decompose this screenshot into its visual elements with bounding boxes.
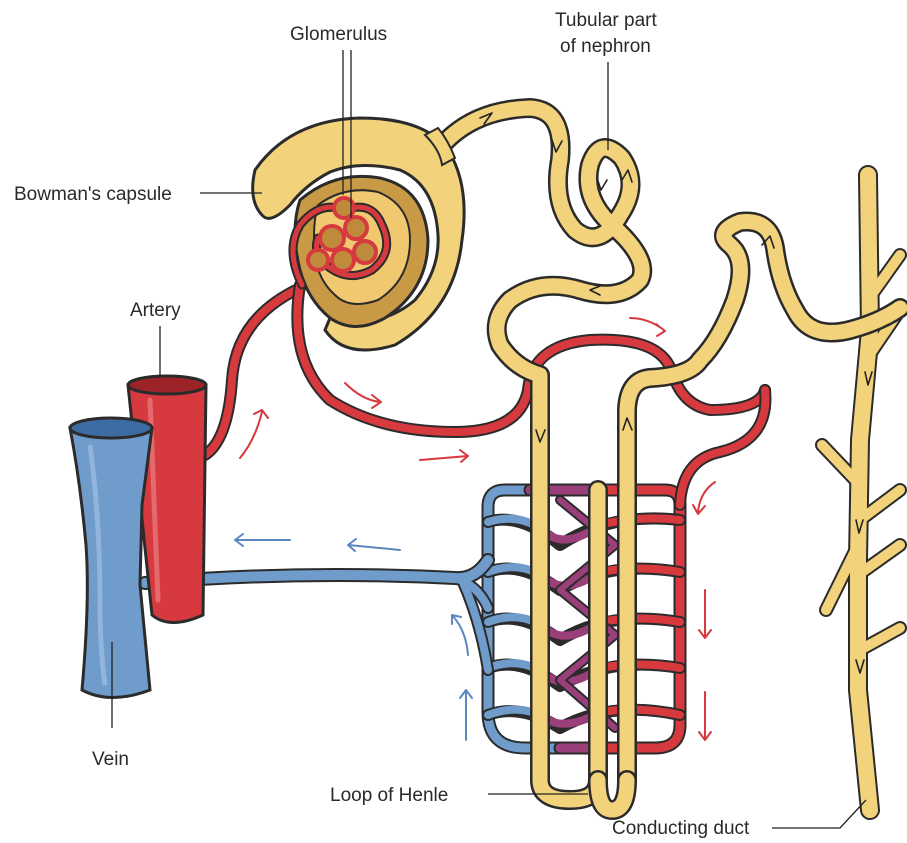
label-loop-of-henle: Loop of Henle bbox=[330, 785, 448, 806]
label-vein: Vein bbox=[92, 749, 129, 770]
arterial-flow-arrow bbox=[420, 450, 468, 462]
venous-flow-arrow bbox=[235, 534, 290, 546]
arterial-flow-arrow bbox=[699, 590, 711, 638]
arterial-flow-arrow bbox=[699, 692, 711, 740]
peritubular-capillaries bbox=[488, 490, 680, 748]
venous-flow-arrow bbox=[348, 539, 400, 551]
venous-flow-arrow bbox=[460, 690, 472, 740]
venous-flow-arrow bbox=[452, 615, 468, 655]
label-conducting-duct: Conducting duct bbox=[612, 818, 750, 839]
label-artery: Artery bbox=[130, 300, 181, 321]
arterial-flow-arrow bbox=[240, 410, 268, 458]
conducting-duct bbox=[822, 175, 900, 810]
label-bowmans-capsule: Bowman's capsule bbox=[14, 184, 172, 205]
label-tubular-part-2: of nephron bbox=[560, 36, 651, 57]
arterial-flow-arrow bbox=[630, 318, 665, 336]
arterial-flow-arrow bbox=[345, 383, 381, 408]
label-glomerulus: Glomerulus bbox=[290, 24, 387, 45]
arterial-vessels bbox=[205, 285, 765, 505]
arterial-flow-arrow bbox=[693, 482, 715, 514]
label-tubular-part-1: Tubular part bbox=[555, 10, 657, 31]
capillary-rungs bbox=[488, 500, 680, 728]
vein-vessel bbox=[70, 418, 152, 698]
